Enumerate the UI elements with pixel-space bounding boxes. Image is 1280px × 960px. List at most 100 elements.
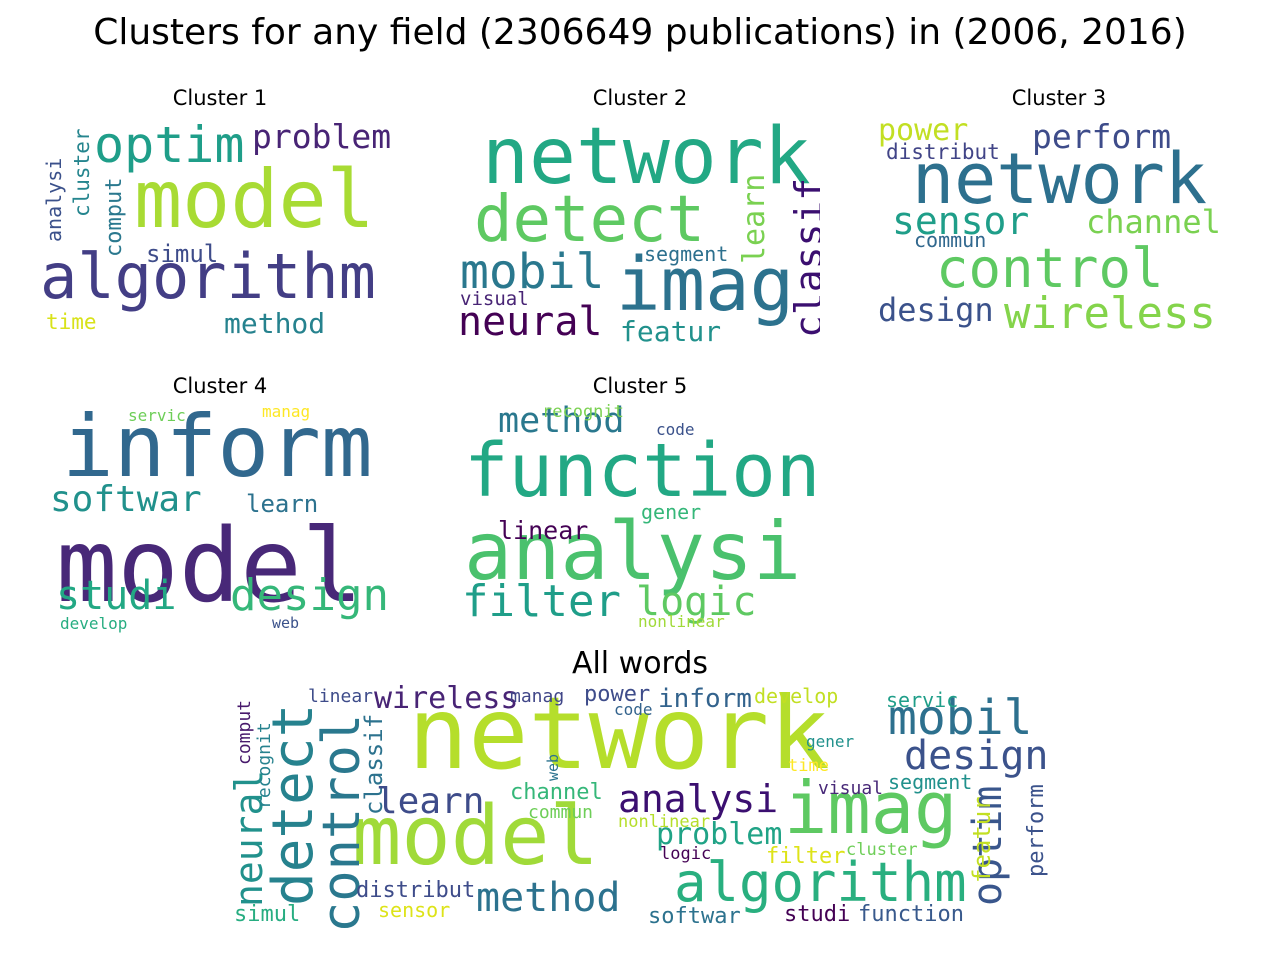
all-word-web: web <box>544 753 562 781</box>
cluster-1-word-analysi: analysi <box>42 157 66 242</box>
cluster-3-word-design: design <box>878 291 994 329</box>
all-word-manag: manag <box>510 686 565 707</box>
cluster-5-word-linear: linear <box>498 516 589 545</box>
cluster-3-title: Cluster 3 <box>1011 86 1107 110</box>
cluster-1-word-time: time <box>46 310 97 334</box>
cluster-5-word-filter: filter <box>462 576 621 627</box>
cluster-1-word-simul: simul <box>146 240 219 268</box>
all-word-develop: develop <box>754 684 839 708</box>
all-word-gener: gener <box>806 732 855 751</box>
cluster-4-word-inform: inform <box>62 404 373 497</box>
cluster-2-word-visual: visual <box>460 288 529 310</box>
cluster-3-word-channel: channel <box>1086 203 1221 241</box>
cluster-5-word-logic: logic <box>636 579 757 625</box>
cluster-5-word-gener: gener <box>641 500 702 524</box>
all-word-distribut: distribut <box>356 878 476 903</box>
cluster-5-word-method: method <box>498 404 625 441</box>
cluster-5-title: Cluster 5 <box>592 374 688 398</box>
all-word-comput: comput <box>234 699 255 765</box>
cluster-3-word-distribut: distribut <box>886 140 1000 164</box>
all-word-classif: classif <box>360 713 388 815</box>
all-word-commun: commun <box>528 802 594 823</box>
all-word-nonlinear: nonlinear <box>618 812 711 832</box>
all-word-simul: simul <box>234 902 301 927</box>
all-word-perform: perform <box>1024 784 1049 877</box>
all-word-linear: linear <box>308 686 374 707</box>
cluster-4-word-softwar: softwar <box>50 479 202 520</box>
cluster-2-word-detect: detect <box>474 183 706 257</box>
cluster-1-title: Cluster 1 <box>172 86 268 110</box>
cluster-2-word-network: network <box>482 118 811 202</box>
cluster-5-word-nonlinear: nonlinear <box>638 612 725 631</box>
all-word-model: model <box>352 789 599 884</box>
cluster-3-word-commun: commun <box>914 228 987 252</box>
cluster-4-word-studi: studi <box>56 573 177 619</box>
cluster-4-word-web: web <box>272 614 300 632</box>
cluster-1-word-problem: problem <box>252 118 392 156</box>
all-word-mobil: mobil <box>888 690 1033 746</box>
all-word-filter: filter <box>766 844 846 869</box>
all-word-function: function <box>858 902 964 927</box>
cluster-3-word-sensor: sensor <box>892 199 1030 243</box>
all-word-softwar: softwar <box>648 904 741 929</box>
cluster-5-word-function: function <box>464 428 820 514</box>
all-word-algorithm: algorithm <box>674 851 967 914</box>
cluster-4-word-learn: learn <box>246 490 319 518</box>
all-word-visual: visual <box>818 778 884 799</box>
cluster-2-word-mobil: mobil <box>460 244 605 300</box>
all-word-servic: servic <box>886 688 959 712</box>
cluster-4-word-design: design <box>230 570 389 621</box>
all-word-imag: imag <box>784 766 958 850</box>
all-word-time: time <box>788 756 829 776</box>
cluster-1-word-comput: comput <box>102 177 127 257</box>
cluster-5-word-recognit: recognit <box>542 404 624 422</box>
all-word-problem: problem <box>656 817 783 852</box>
all-word-studi: studi <box>784 902 851 927</box>
cluster-3-word-wireless: wireless <box>1004 288 1216 339</box>
all-word-segment: segment <box>888 770 973 794</box>
cluster-1-word-cluster: cluster <box>70 128 94 217</box>
cluster-1-word-optim: optim <box>94 118 245 174</box>
cluster-3-word-perform: perform <box>1032 117 1172 156</box>
cluster-2-word-segment: segment <box>644 242 729 266</box>
all-word-inform: inform <box>658 684 752 714</box>
cluster-4-title: Cluster 4 <box>172 374 268 398</box>
all-word-power: power <box>584 684 651 707</box>
all-word-channel: channel <box>510 780 603 805</box>
cluster-5-word-code: code <box>656 420 695 439</box>
cluster-2-title: Cluster 2 <box>592 86 688 110</box>
all-word-analysi: analysi <box>618 777 779 821</box>
cluster-3-word-power: power <box>878 114 969 148</box>
cluster-2-word-featur: featur <box>620 315 722 346</box>
all-word-cluster: cluster <box>846 840 918 860</box>
cluster-4-word-manag: manag <box>262 404 311 421</box>
cluster-4-word-model: model <box>56 507 364 626</box>
figure-title: Clusters for any field (2306649 publicat… <box>93 12 1187 53</box>
all-word-wireless: wireless <box>374 684 519 716</box>
cluster-1-word-model: model <box>134 153 375 246</box>
cluster-2-word-neural: neural <box>458 299 603 345</box>
all-word-featur: featur <box>968 796 996 883</box>
cluster-2-word-learn: learn <box>737 173 772 264</box>
cluster-4-word-servic: servic <box>128 406 186 425</box>
cluster-1-word-method: method <box>224 307 326 340</box>
cluster-2-word-imag: imag <box>616 242 795 328</box>
all-word-design: design <box>904 733 1049 779</box>
cluster-1-word-algorithm: algorithm <box>40 240 376 313</box>
all-word-code: code <box>614 700 653 719</box>
cluster-5-word-analysi: analysi <box>464 505 802 598</box>
cluster-4-word-develop: develop <box>60 614 128 633</box>
all-word-method: method <box>476 875 621 921</box>
cluster-2-word-classif: classif <box>787 177 820 338</box>
all-word-network: network <box>408 684 830 792</box>
all-word-recognit: recognit <box>254 722 275 809</box>
all-words-title: All words <box>571 646 709 681</box>
cluster-3-word-control: control <box>936 237 1164 300</box>
all-word-learn: learn <box>376 781 485 822</box>
